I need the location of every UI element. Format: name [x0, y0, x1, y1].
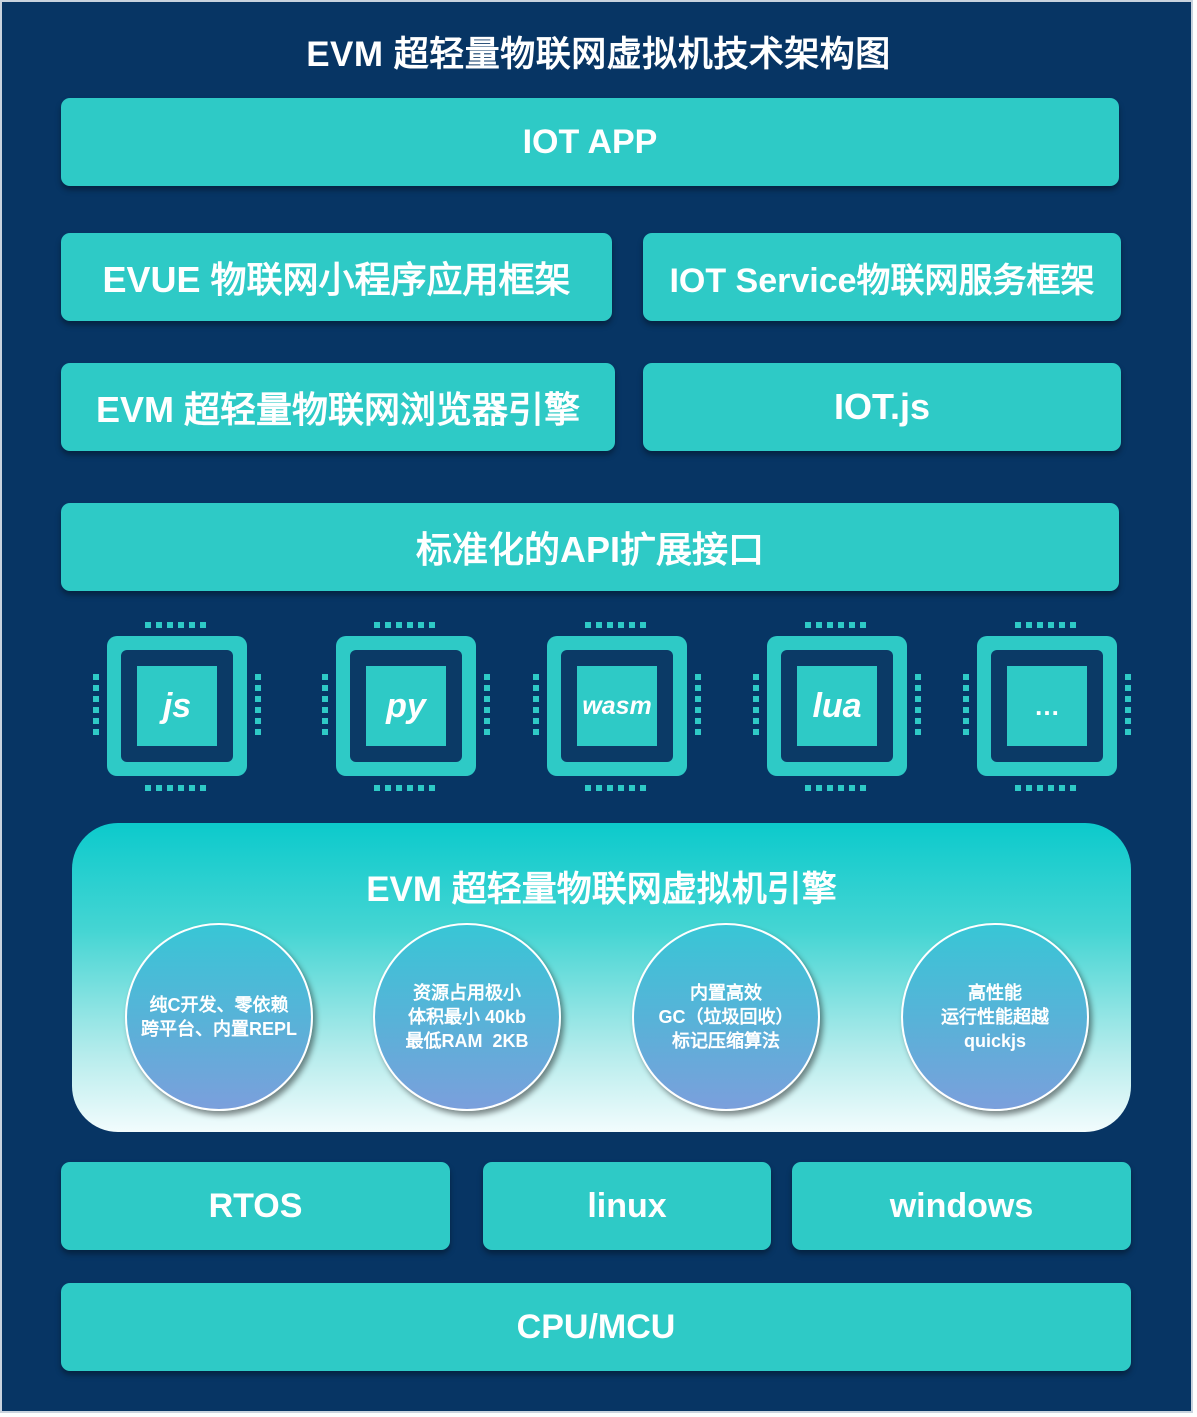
chip-label-lua: lua [797, 666, 877, 746]
os-linux-block: linux [483, 1162, 771, 1250]
feature-performance: 高性能 运行性能超越 quickjs [901, 923, 1089, 1111]
feature-line: 纯C开发、零依赖 [149, 995, 289, 1015]
iot-service-framework-block: IOT Service物联网服务框架 [643, 233, 1121, 321]
feature-pure-c: 纯C开发、零依赖 跨平台、内置REPL [125, 923, 313, 1111]
feature-line: GC（垃圾回收） [658, 1007, 794, 1027]
chip-lua: lua [753, 622, 933, 792]
engine-title: EVM 超轻量物联网虚拟机引擎 [366, 870, 837, 909]
diagram-title: EVM 超轻量物联网虚拟机技术架构图 [306, 35, 891, 74]
feature-line: 标记压缩算法 [672, 1031, 780, 1051]
feature-line: 资源占用极小 [413, 983, 521, 1003]
chip-py: py [322, 622, 502, 792]
evue-framework-block: EVUE 物联网小程序应用框架 [61, 233, 612, 321]
feature-line: 最低RAM 2KB [405, 1031, 529, 1051]
chip-js: js [93, 622, 273, 792]
chip-label-wasm: wasm [577, 666, 657, 746]
chip-label-js: js [137, 666, 217, 746]
feature-line: 内置高效 [690, 983, 762, 1003]
api-extension-layer: 标准化的API扩展接口 [61, 503, 1119, 591]
chip-more: … [963, 622, 1143, 792]
feature-small-footprint: 资源占用极小 体积最小 40kb 最低RAM 2KB [373, 923, 561, 1111]
evm-engine-panel: EVM 超轻量物联网虚拟机引擎 纯C开发、零依赖 跨平台、内置REPL 资源占用… [72, 823, 1131, 1132]
chip-label-more: … [1007, 666, 1087, 746]
chip-wasm: wasm [533, 622, 713, 792]
evm-browser-engine-block: EVM 超轻量物联网浏览器引擎 [61, 363, 615, 451]
chip-label-py: py [366, 666, 446, 746]
hardware-layer: CPU/MCU [61, 1283, 1131, 1371]
feature-gc: 内置高效 GC（垃圾回收） 标记压缩算法 [632, 923, 820, 1111]
os-windows-block: windows [792, 1162, 1131, 1250]
feature-line: 跨平台、内置REPL [140, 1019, 297, 1039]
feature-line: 体积最小 40kb [407, 1007, 527, 1027]
iot-app-layer: IOT APP [61, 98, 1119, 186]
os-rtos-block: RTOS [61, 1162, 450, 1250]
feature-line: quickjs [963, 1031, 1027, 1051]
iot-js-block: IOT.js [643, 363, 1121, 451]
feature-line: 高性能 [968, 983, 1022, 1003]
feature-line: 运行性能超越 [941, 1007, 1049, 1027]
